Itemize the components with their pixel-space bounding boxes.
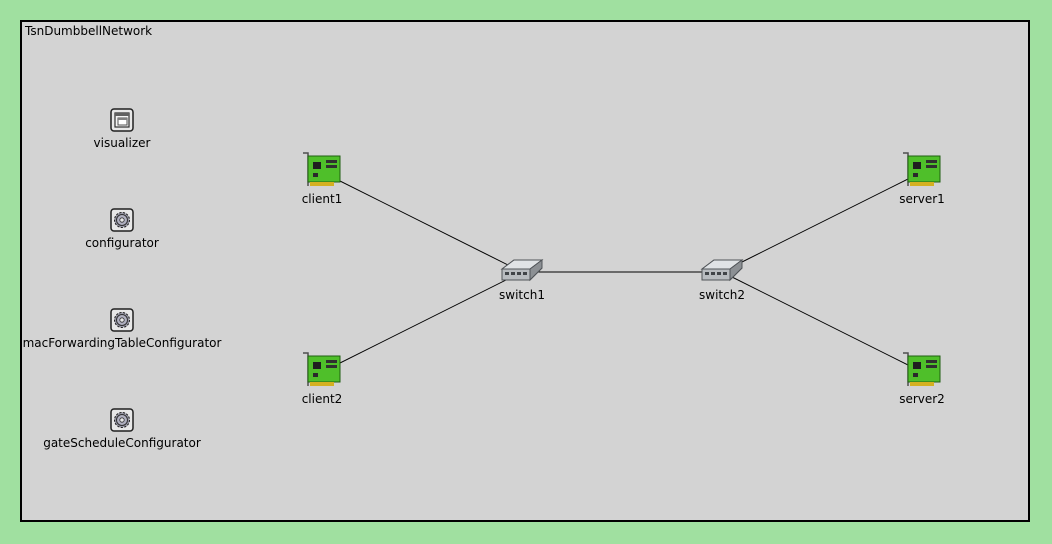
module-label: macForwardingTableConfigurator bbox=[22, 336, 222, 350]
link-switch2-server2[interactable] bbox=[721, 271, 923, 373]
module-label: visualizer bbox=[93, 136, 151, 150]
switch-icon bbox=[700, 256, 744, 288]
nic-card-icon bbox=[302, 152, 342, 192]
link-client1-switch1[interactable] bbox=[321, 171, 523, 273]
switch-icon bbox=[500, 256, 544, 288]
gear-icon bbox=[110, 308, 134, 336]
link-switch2-server1[interactable] bbox=[721, 171, 923, 273]
gear-icon bbox=[110, 208, 134, 236]
link-client2-switch1[interactable] bbox=[321, 271, 523, 373]
gear-icon bbox=[110, 408, 134, 436]
node-label: client1 bbox=[301, 192, 343, 206]
nic-card-icon bbox=[902, 352, 942, 392]
network-title: TsnDumbbellNetwork bbox=[25, 24, 153, 38]
node-label: server2 bbox=[899, 392, 945, 406]
node-label: switch1 bbox=[499, 288, 545, 302]
module-label: configurator bbox=[85, 236, 159, 250]
node-label: server1 bbox=[899, 192, 945, 206]
nic-card-icon bbox=[902, 152, 942, 192]
module-label: gateScheduleConfigurator bbox=[43, 436, 201, 450]
node-label: client2 bbox=[301, 392, 343, 406]
window-icon bbox=[110, 108, 134, 136]
node-label: switch2 bbox=[699, 288, 745, 302]
nic-card-icon bbox=[302, 352, 342, 392]
